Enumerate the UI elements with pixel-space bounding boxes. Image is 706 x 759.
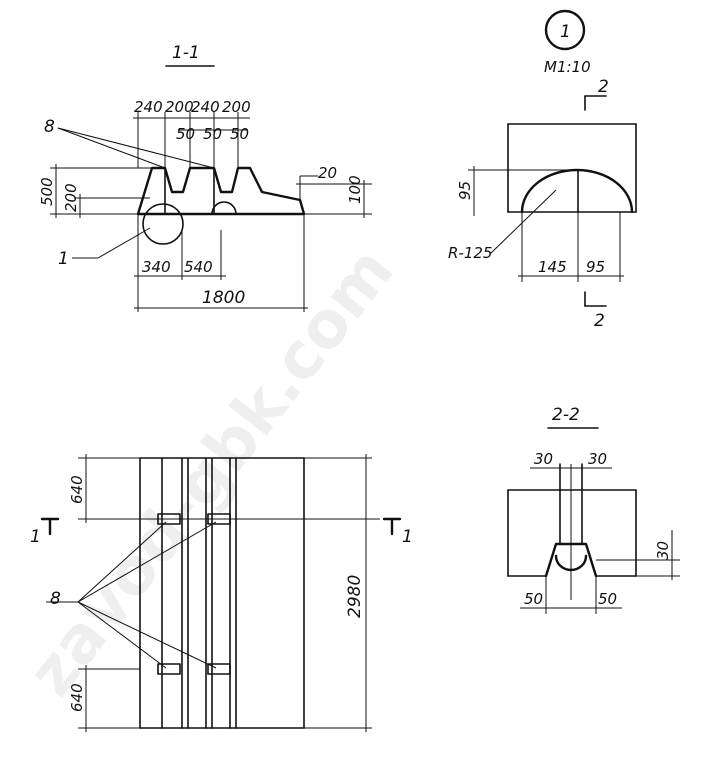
dim-240-b: 240 xyxy=(191,98,220,116)
dim-20: 20 xyxy=(318,164,337,182)
section-mark-bottom-label: 2 xyxy=(594,311,605,331)
dim-240-a: 240 xyxy=(134,98,163,116)
dim-200-height: 200 xyxy=(62,183,80,212)
leader-radius xyxy=(489,189,557,255)
dim-200-b: 200 xyxy=(222,98,251,116)
dim-2980: 2980 xyxy=(345,575,365,618)
leader-1 xyxy=(97,227,151,259)
dim-50-c: 50 xyxy=(230,125,249,143)
dim-145: 145 xyxy=(538,258,567,276)
section-2-2-title: 2-2 xyxy=(552,405,580,425)
dim-50-right: 50 xyxy=(598,590,617,608)
leader xyxy=(77,601,217,669)
dim-500: 500 xyxy=(38,177,56,206)
dim-100: 100 xyxy=(346,175,364,204)
lifting-loop xyxy=(157,663,181,675)
dim-50-left: 50 xyxy=(524,590,543,608)
dim-50-a: 50 xyxy=(176,125,195,143)
dim-640-bottom: 640 xyxy=(68,683,86,712)
section-1-1-title: 1-1 xyxy=(172,43,200,63)
arch-profile xyxy=(520,168,634,214)
cut-label-right: 1 xyxy=(402,527,413,547)
pipe-circle xyxy=(142,203,184,245)
leader xyxy=(77,601,167,669)
section-mark-top-label: 2 xyxy=(598,77,609,97)
dim-50-b: 50 xyxy=(203,125,222,143)
cut-label-left: 1 xyxy=(30,527,41,547)
dim-95: 95 xyxy=(586,258,605,276)
leader-b-1 xyxy=(57,127,166,169)
leader-b-2 xyxy=(57,127,215,169)
callout-1: 1 xyxy=(58,249,69,269)
radius-label: R-125 xyxy=(448,244,492,262)
callout-b-plan: 8 xyxy=(50,589,61,609)
detail-marker-circle xyxy=(544,9,586,51)
lower-groove xyxy=(211,201,237,215)
detail-marker: 1 xyxy=(560,22,571,42)
leader xyxy=(77,521,217,603)
plan-view: 1 1 640 640 2980 8 xyxy=(30,454,413,732)
dim-30-right-side: 30 xyxy=(654,541,672,560)
dim-340: 340 xyxy=(142,258,171,276)
section-1-1: 1-1 240 200 240 200 50 50 50 500 200 xyxy=(38,43,372,312)
lifting-loop xyxy=(207,663,231,675)
leader xyxy=(77,521,167,603)
dim-1800: 1800 xyxy=(202,288,245,308)
detail-scale: M1:10 xyxy=(544,58,591,76)
dim-30-right: 30 xyxy=(588,450,607,468)
block-profile xyxy=(136,166,306,216)
dim-540: 540 xyxy=(184,258,213,276)
detail-1: 1 M1:10 2 95 145 95 R-125 2 xyxy=(448,9,637,331)
callout-b: 8 xyxy=(44,117,55,137)
section-2-2: 2-2 30 30 30 50 50 xyxy=(507,405,680,614)
dim-30-left: 30 xyxy=(534,450,553,468)
dim-95-height: 95 xyxy=(456,181,474,200)
dim-200-a: 200 xyxy=(165,98,194,116)
dim-640-top: 640 xyxy=(68,475,86,504)
